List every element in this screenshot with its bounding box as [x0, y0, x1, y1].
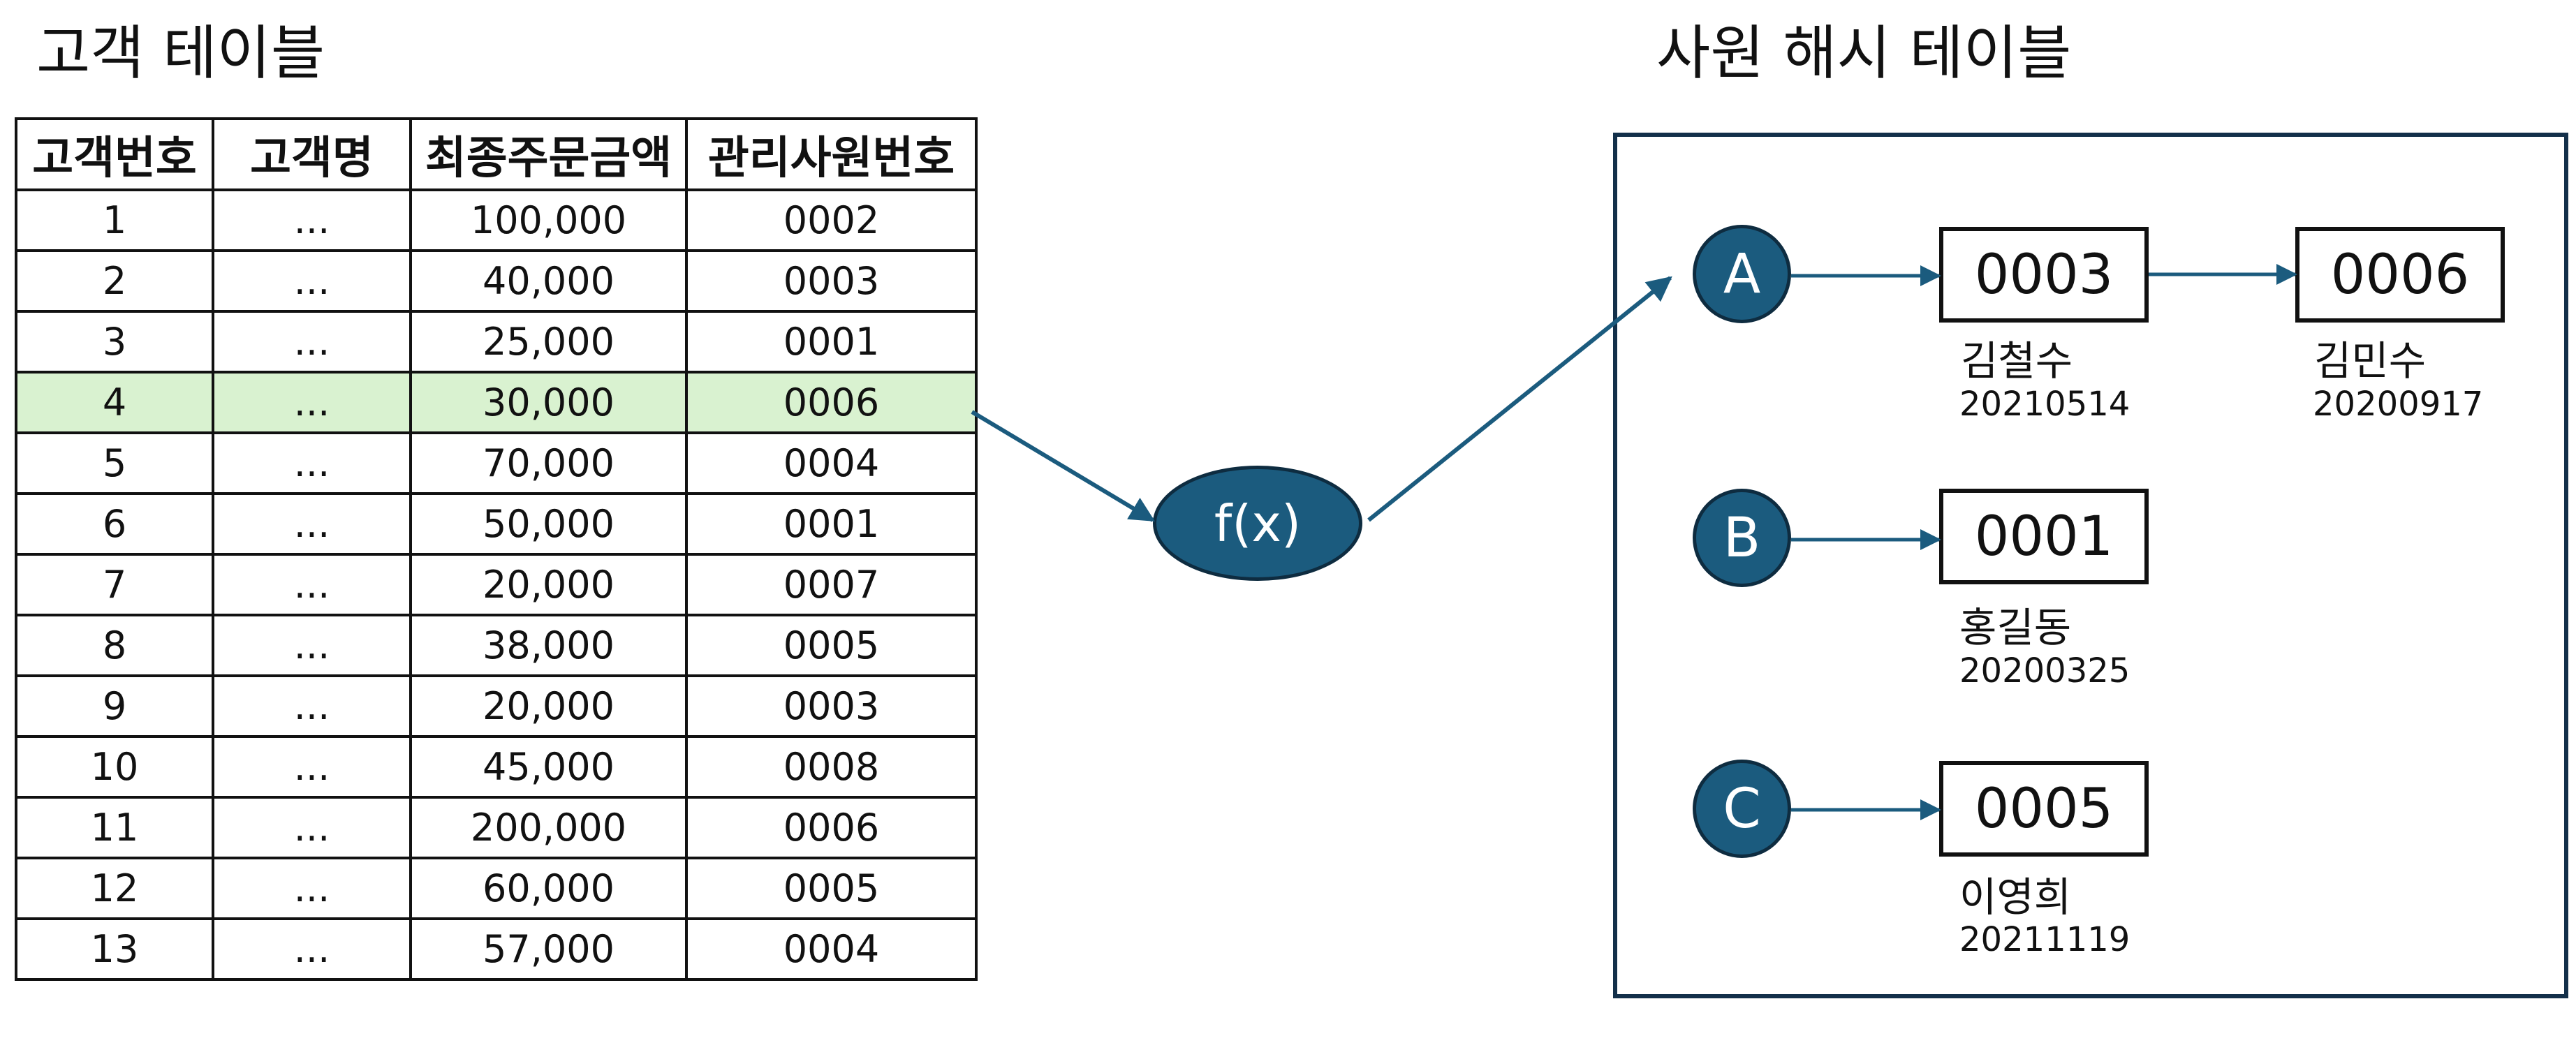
table-cell: ...: [212, 857, 412, 920]
table-cell: 11: [15, 796, 214, 859]
table-cell: 0002: [685, 188, 978, 252]
table-cell: ...: [212, 917, 412, 981]
hash-table-frame: [1613, 133, 2568, 998]
table-cell: 70,000: [409, 431, 688, 495]
employee-node-0001: 0001: [1939, 489, 2149, 584]
bucket-b: B: [1693, 489, 1791, 587]
table-cell: 8: [15, 614, 214, 677]
table-cell: 50,000: [409, 492, 688, 556]
employee-node-0003: 0003: [1939, 227, 2149, 323]
table-cell: 60,000: [409, 857, 688, 920]
table-cell: ...: [212, 371, 412, 434]
table-cell: ...: [212, 249, 412, 313]
customer-table-title: 고객 테이블: [36, 19, 325, 87]
hash-table-title: 사원 해시 테이블: [1656, 19, 2072, 87]
table-cell: ...: [212, 553, 412, 616]
hash-function-node: f(x): [1153, 466, 1362, 581]
table-cell: ...: [212, 735, 412, 799]
arrow-hash-function-to-table: [1367, 276, 1672, 522]
table-cell: 0006: [685, 371, 978, 434]
column-header-customer-no: 고객번호: [15, 117, 214, 191]
table-cell: ...: [212, 796, 412, 859]
table-cell: 0005: [685, 614, 978, 677]
employee-date-0003: 20210514: [1959, 385, 2130, 424]
table-cell: 100,000: [409, 188, 688, 252]
table-cell: 0008: [685, 735, 978, 799]
employee-node-0006: 0006: [2295, 227, 2505, 323]
table-cell: ...: [212, 310, 412, 373]
table-cell: 4: [15, 371, 214, 434]
table-cell: 20,000: [409, 674, 688, 738]
table-cell: 0004: [685, 431, 978, 495]
table-cell: 40,000: [409, 249, 688, 313]
employee-name-0005: 이영희: [1959, 873, 2072, 921]
table-cell: 0001: [685, 492, 978, 556]
table-cell: 3: [15, 310, 214, 373]
table-cell: 1: [15, 188, 214, 252]
table-cell: 200,000: [409, 796, 688, 859]
employee-node-0005: 0005: [1939, 761, 2149, 857]
table-cell: 12: [15, 857, 214, 920]
employee-date-0001: 20200325: [1959, 651, 2130, 690]
employee-date-0005: 20211119: [1959, 920, 2130, 959]
table-cell: ...: [212, 614, 412, 677]
table-cell: 38,000: [409, 614, 688, 677]
table-cell: 30,000: [409, 371, 688, 434]
column-header-customer-name: 고객명: [212, 117, 412, 191]
employee-name-0001: 홍길동: [1959, 604, 2072, 651]
arrow-row-to-hash-function: [971, 410, 1156, 522]
table-cell: 0001: [685, 310, 978, 373]
column-header-manager-no: 관리사원번호: [685, 117, 978, 191]
table-cell: ...: [212, 674, 412, 738]
column-header-last-order-amount: 최종주문금액: [409, 117, 688, 191]
bucket-c: C: [1693, 760, 1791, 858]
table-cell: 13: [15, 917, 214, 981]
table-cell: 45,000: [409, 735, 688, 799]
table-cell: ...: [212, 492, 412, 556]
employee-date-0006: 20200917: [2313, 385, 2484, 424]
table-cell: 5: [15, 431, 214, 495]
table-header-row: 고객번호 고객명 최종주문금액 관리사원번호: [15, 117, 978, 191]
table-cell: ...: [212, 431, 412, 495]
table-cell: 9: [15, 674, 214, 738]
table-cell: 25,000: [409, 310, 688, 373]
employee-name-0003: 김철수: [1961, 337, 2073, 385]
table-cell: 2: [15, 249, 214, 313]
table-cell: 0005: [685, 857, 978, 920]
table-cell: 0006: [685, 796, 978, 859]
table-cell: 6: [15, 492, 214, 556]
table-cell: 0007: [685, 553, 978, 616]
table-cell: 10: [15, 735, 214, 799]
table-cell: 57,000: [409, 917, 688, 981]
table-cell: 0003: [685, 249, 978, 313]
table-cell: 20,000: [409, 553, 688, 616]
table-cell: 0004: [685, 917, 978, 981]
bucket-a: A: [1693, 225, 1791, 323]
table-cell: 7: [15, 553, 214, 616]
table-cell: 0003: [685, 674, 978, 738]
employee-name-0006: 김민수: [2314, 337, 2427, 385]
table-cell: ...: [212, 188, 412, 252]
